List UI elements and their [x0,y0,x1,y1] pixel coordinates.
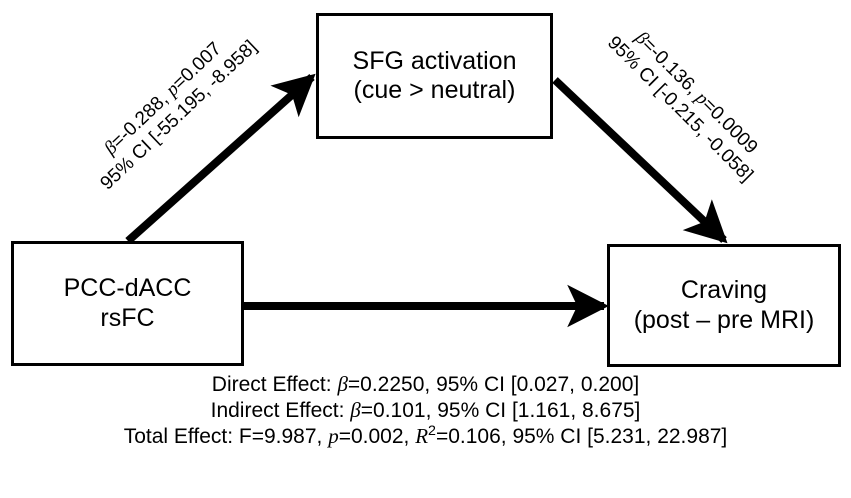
total-effect-label: Total Effect: F=9.987, [123,424,329,448]
beta-symbol-indirect: β [350,397,361,422]
arrow-a-path [125,73,316,244]
r-symbol-total: R [415,423,429,448]
effects-summary-block: Direct Effect: β=0.2250, 95% CI [0.027, … [0,372,851,449]
direct-effect-line: Direct Effect: β=0.2250, 95% CI [0.027, … [0,372,851,398]
direct-effect-label: Direct Effect: [211,373,338,396]
arrow-b-path [552,77,728,244]
node-predictor-line2: rsFC [100,303,155,332]
node-sfg-line1: SFG activation [352,46,517,75]
direct-effect-beta-value: =0.2250, [347,373,437,396]
total-effect-line: Total Effect: F=9.987, p=0.002, R2=0.106… [0,422,851,450]
indirect-effect-ci: 95% CI [1.161, 8.675] [437,398,641,422]
r-squared-exponent: 2 [428,422,436,439]
node-outcome-line1: Craving [680,276,768,304]
node-sfg-line2: (cue > neutral) [353,76,516,104]
node-pcc-dacc-rsfc[interactable]: PCC-dACC rsFC [11,241,244,366]
node-outcome-line2: (post – pre MRI) [633,305,815,334]
direct-effect-ci: 95% CI [0.027, 0.200] [436,373,640,396]
node-predictor-line1: PCC-dACC [63,274,192,302]
node-sfg-activation[interactable]: SFG activation (cue > neutral) [316,13,553,139]
indirect-effect-beta-value: =0.101, [360,398,438,422]
beta-symbol-direct: β [337,372,348,396]
node-craving[interactable]: Craving (post – pre MRI) [607,244,841,367]
total-effect-ci: 95% CI [5.231, 22.987] [512,424,728,448]
total-effect-r2-value: =0.106, [435,424,513,448]
indirect-effect-label: Indirect Effect: [210,398,351,422]
indirect-effect-line: Indirect Effect: β=0.101, 95% CI [1.161,… [0,398,851,424]
p-symbol-total: p [328,423,339,448]
total-effect-p-value: =0.002, [338,424,416,448]
